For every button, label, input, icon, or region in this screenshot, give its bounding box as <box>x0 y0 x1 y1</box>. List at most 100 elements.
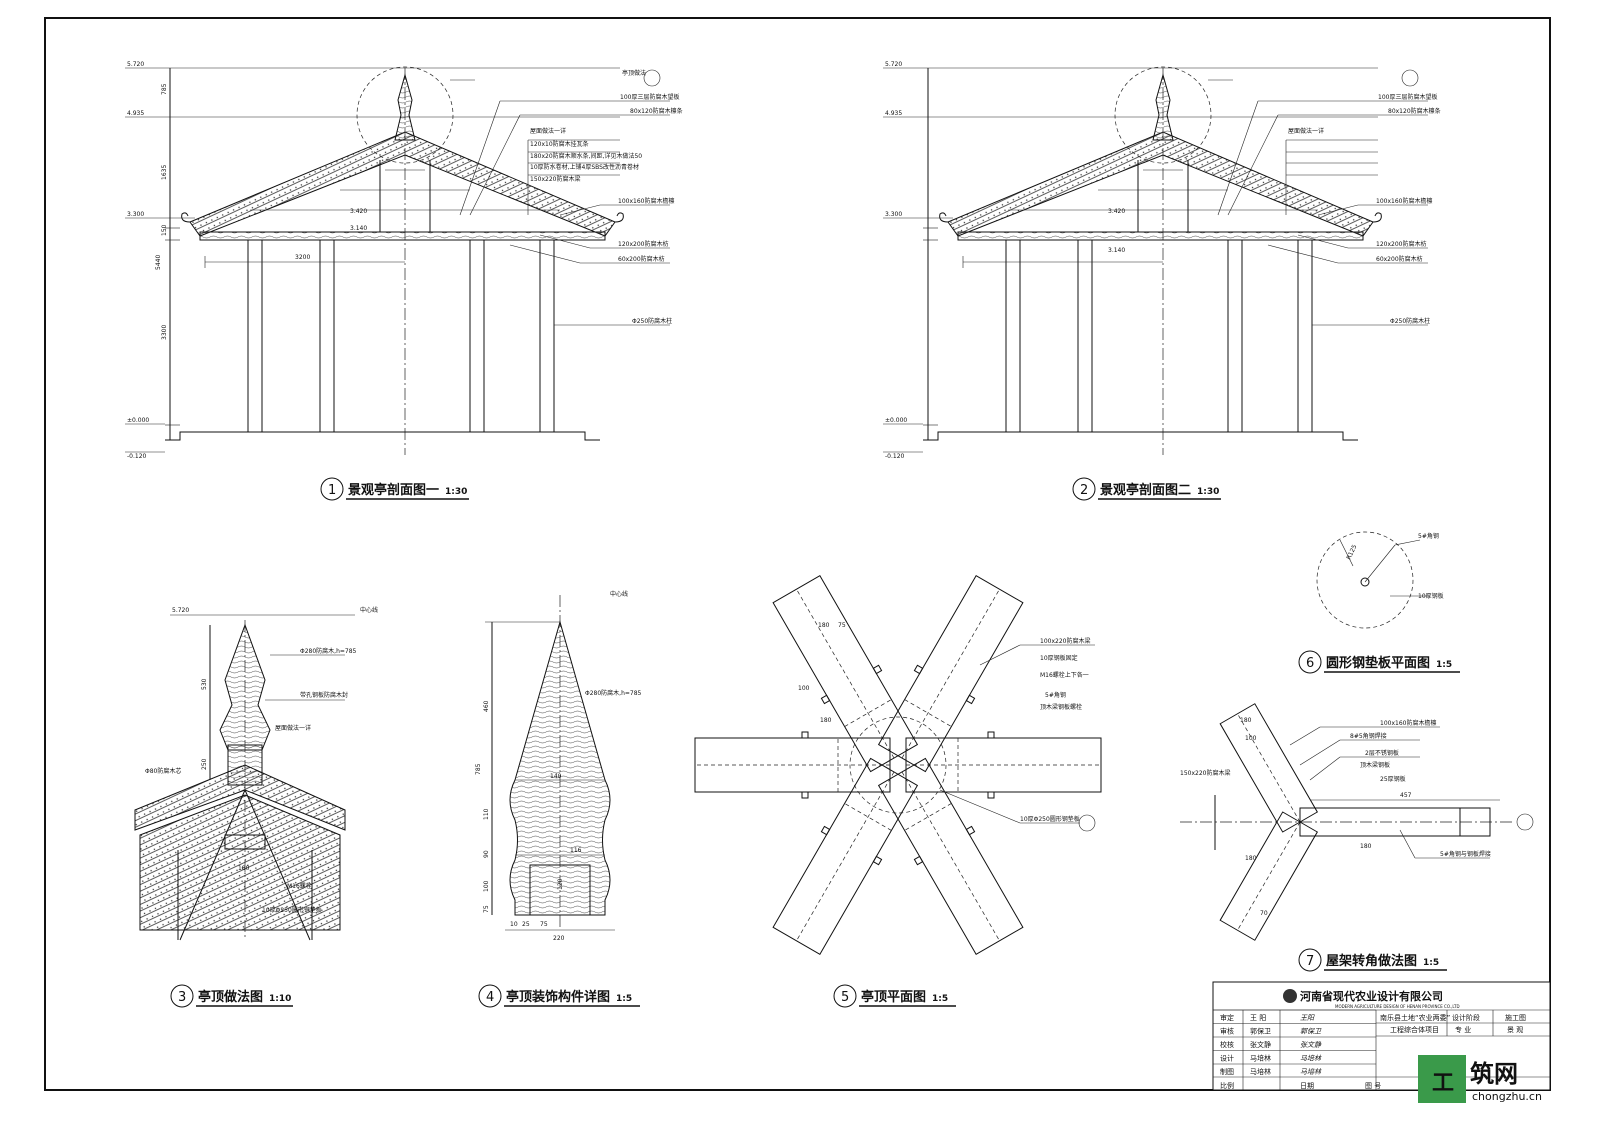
dim: 530 <box>201 678 208 690</box>
caption-title: 亭顶装饰构件详图 <box>506 989 610 1005</box>
caption-title: 景观亭剖面图一 <box>348 482 439 498</box>
name: 马培林 <box>1250 1067 1271 1076</box>
dim: 180 <box>238 865 250 872</box>
dim: 70 <box>1260 910 1268 917</box>
annotation: 10厚钢板固定 <box>1040 654 1078 662</box>
roof-corner-detail-drawing: 457 180 180 180 100 70 100x160防腐木檐檩 8#5角… <box>1180 703 1534 941</box>
caption-title: 屋架转角做法图 <box>1326 953 1417 969</box>
caption-scale: 1:5 <box>1436 660 1452 670</box>
dim: 785 <box>161 83 168 95</box>
circular-plate-drawing: 5#角钢 10厚钢板 R125 <box>1316 531 1444 629</box>
level-3300: 3.300 <box>885 211 902 218</box>
annotation: 60x200防腐木枋 <box>618 255 665 263</box>
role: 校核 <box>1220 1040 1234 1049</box>
annotation: Φ80防腐木芯 <box>145 767 181 775</box>
annotation: 亭顶做法 <box>622 69 646 77</box>
inner-level: 3.140 <box>1108 247 1125 254</box>
company-logo-icon <box>1283 989 1297 1003</box>
caption-number-circle <box>1298 650 1322 674</box>
inner-level: 3.420 <box>1108 208 1125 215</box>
dim: 180 <box>820 717 832 724</box>
annotation: 2层不锈钢板 <box>1365 749 1399 757</box>
annotation: 5#角钢与钢板焊接 <box>1440 850 1491 858</box>
annotation: 25厚钢板 <box>1380 775 1406 783</box>
annotation: 150x220防腐木梁 <box>1180 769 1230 777</box>
role: 制图 <box>1220 1067 1234 1076</box>
caption-scale: 1:30 <box>1197 487 1219 497</box>
level-4935: 4.935 <box>885 110 902 117</box>
span-dim: 3200 <box>295 254 310 261</box>
project-name: 南乐县土地“农业两委” <box>1380 1013 1450 1022</box>
bolt-icon <box>801 791 809 799</box>
annotation: Φ280防腐木,h=785 <box>300 647 357 655</box>
bolt-icon <box>913 664 924 675</box>
bolt-icon <box>801 731 809 739</box>
dim: 180 <box>818 622 830 629</box>
annotation: 100厚三层防腐木望板 <box>1378 93 1437 101</box>
caption-number: 7 <box>1306 954 1314 969</box>
dim: 3300 <box>161 325 168 340</box>
beam-arm <box>905 731 1102 799</box>
name: 张文静 <box>1250 1040 1271 1049</box>
dim: 100 <box>483 880 490 892</box>
dim: 10 <box>510 921 518 928</box>
annotation: 60x200防腐木枋 <box>1376 255 1423 263</box>
caption-scale: 1:5 <box>932 994 948 1004</box>
level-4935: 4.935 <box>127 110 144 117</box>
level: 5.720 <box>172 607 189 614</box>
signature: 郭保卫 <box>1300 1028 1322 1036</box>
dim: 75 <box>483 905 490 913</box>
dim: 1635 <box>161 165 168 180</box>
name: 王 阳 <box>1250 1013 1266 1022</box>
name: 郭保卫 <box>1250 1027 1271 1036</box>
dim: R125 <box>1345 544 1358 561</box>
caption-number: 5 <box>841 990 849 1005</box>
role: 审定 <box>1220 1013 1234 1022</box>
level-neg-0120: -0.120 <box>127 453 147 460</box>
level-3300: 3.300 <box>127 211 144 218</box>
annotation: 100x160防腐木檐檩 <box>618 197 674 205</box>
annotation: 150x220防腐木梁 <box>530 175 580 183</box>
signature: 马培林 <box>1300 1055 1322 1063</box>
signature-row: 审定 王 阳 王阳 <box>1220 1013 1315 1022</box>
caption-d7: 7 屋架转角做法图 1:5 <box>1298 948 1447 972</box>
discipline-label: 专 业 <box>1455 1025 1471 1034</box>
annotation: Φ250防腐木柱 <box>1390 317 1430 325</box>
dim: 25 <box>522 921 530 928</box>
roof-top-detail-drawing: 5.720 中心线 Φ280防腐木,h=785 带孔钢板防腐木封 Φ80防腐木芯… <box>134 606 378 941</box>
annotation: 120x10防腐木挂瓦条 <box>530 140 589 148</box>
caption-scale: 1:30 <box>445 487 467 497</box>
phase-value: 施工图 <box>1505 1013 1526 1022</box>
level-5720: 5.720 <box>127 61 144 68</box>
discipline-value: 景 观 <box>1507 1026 1523 1034</box>
name: 马培林 <box>1250 1054 1271 1063</box>
caption-title: 亭顶平面图 <box>861 989 926 1005</box>
dim: 140 <box>550 773 562 780</box>
caption-scale: 1:5 <box>616 994 632 1004</box>
annotation: 顶木梁钢板 <box>1360 761 1390 769</box>
dim: 180 <box>1245 855 1257 862</box>
dim: 120 <box>557 878 564 890</box>
caption-scale: 1:5 <box>1423 958 1439 968</box>
annotation: 5#角钢 <box>1418 532 1439 540</box>
beam-arm <box>772 575 919 773</box>
annotation: 100厚三层防腐木望板 <box>620 93 679 101</box>
watermark-url: chongzhu.cn <box>1472 1090 1542 1103</box>
signature-row: 设计马培林马培林 <box>1220 1054 1322 1063</box>
annotation: 180x20防腐木顺水条,间距,详见木做法50 <box>530 152 642 160</box>
roof-plan-drawing <box>694 575 1102 955</box>
signature: 王阳 <box>1300 1014 1315 1022</box>
title-block: 河南省现代农业设计有限公司 MODERN AGRICULTURE DESIGN … <box>1212 981 1551 1091</box>
annotation: 8#5角钢焊接 <box>1350 732 1387 740</box>
caption-title: 圆形钢垫板平面图 <box>1326 655 1430 671</box>
caption-number-circle <box>1298 948 1322 972</box>
bolt-icon <box>913 855 924 866</box>
caption-number-circle <box>170 984 194 1008</box>
caption-number: 3 <box>178 990 186 1005</box>
annotation: 中心线 <box>360 606 378 614</box>
annotation: Φ250防腐木柱 <box>632 317 672 325</box>
company-name-en: MODERN AGRICULTURE DESIGN OF HENAN PROVI… <box>1335 1004 1460 1009</box>
